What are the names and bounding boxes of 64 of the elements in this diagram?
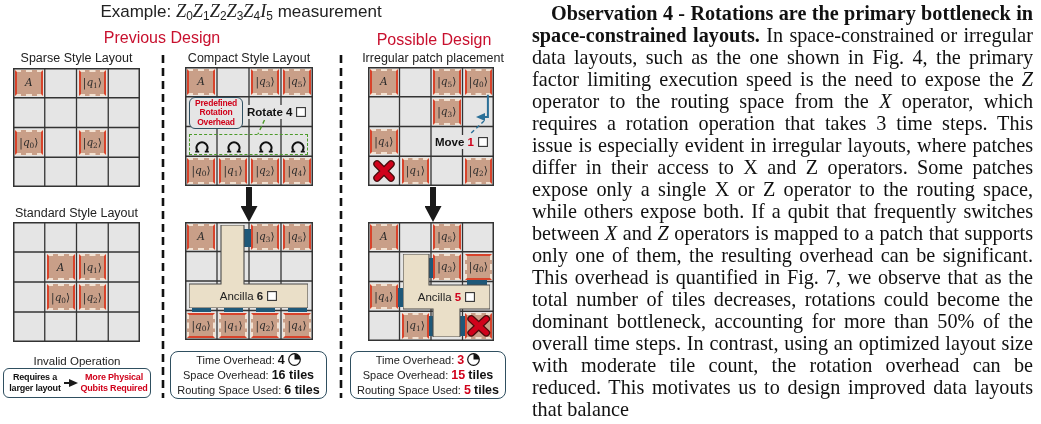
layout-title: Sparse Style Layout (20, 51, 133, 66)
stat-text: Space Overhead: 15 tiles (362, 369, 494, 381)
section-heading: Possible Design (376, 31, 492, 49)
leader-line (257, 119, 266, 135)
qubit-patch: |q$_{4}$⟩ (283, 312, 311, 338)
operation-label: Rotate 4 (246, 105, 294, 119)
qubit-patch: A (46, 254, 75, 280)
qubit-patch: |q$_{2}$⟩ (78, 284, 107, 310)
qubit-patch: |q$_{5}$⟩ (283, 69, 311, 95)
arrow (63, 379, 78, 387)
qubit-patch: A (15, 70, 43, 96)
qubit-patch: |q$_{3}$⟩ (433, 253, 461, 280)
arrow (425, 187, 441, 222)
qubit-patch: |q$_{0}$⟩ (46, 284, 75, 310)
qubit-patch: |q$_{2}$⟩ (251, 312, 279, 338)
qubit-patch: |q$_{0}$⟩ (187, 312, 215, 338)
qubit-patch: |q$_{5}$⟩ (283, 224, 311, 250)
stat-text: Routing Space Used: 5 tiles (356, 384, 499, 396)
qubit-patch: |q$_{2}$⟩ (464, 158, 492, 184)
qubit-patch: |q$_{0}$⟩ (15, 129, 43, 156)
qubit-patch: |q$_{0}$⟩ (187, 158, 215, 184)
panel-title: Invalid Operation (33, 355, 121, 368)
qubit-patch: |q$_{2}$⟩ (251, 158, 279, 184)
qubit-patch: |q$_{3}$⟩ (251, 224, 279, 250)
qubit-patch: |q$_{4}$⟩ (370, 128, 398, 155)
qubit-patch: |q$_{4}$⟩ (283, 158, 311, 184)
qubit-patch: |q$_{1}$⟩ (219, 158, 247, 184)
qubit-patch: |q$_{1}$⟩ (401, 158, 429, 184)
stats-panel (350, 351, 506, 399)
qubit-patch: |q$_{4}$⟩ (370, 283, 398, 310)
rotation-region (189, 134, 308, 155)
stat-text: Time Overhead: 4 (196, 354, 285, 366)
qubit-patch: A (187, 69, 215, 95)
qubit-patch: |q$_{5}$⟩ (433, 224, 461, 250)
section-heading: Previous Design (103, 29, 221, 47)
stat-text: Routing Space Used: 6 tiles (177, 384, 320, 396)
qubit-patch: A (187, 224, 215, 250)
layout-title: Irregular patch placement (362, 51, 504, 66)
layout-title: Compact Style Layout (187, 51, 311, 66)
stats-panel (170, 351, 327, 399)
crossed-out-patch (464, 313, 492, 339)
qubit-patch: A (370, 69, 398, 95)
qubit-patch: |q$_{3}$⟩ (251, 69, 279, 95)
result-text: More Physical Qubits Required (78, 371, 150, 395)
condition-text: Requires a larger layout (6, 371, 64, 395)
qubit-patch: |q$_{3}$⟩ (433, 98, 461, 125)
arrow (476, 93, 489, 121)
qubit-patch: |q$_{5}$⟩ (433, 69, 461, 95)
ancilla-label: Ancilla 6 (219, 290, 264, 302)
qubit-patch: |q$_{0}$⟩ (464, 69, 492, 95)
qubit-patch: |q$_{1}$⟩ (78, 70, 107, 96)
qubit-patch: |q$_{1}$⟩ (78, 254, 107, 280)
arrow (241, 187, 257, 222)
leader-line (470, 120, 485, 134)
ancilla-label: Ancilla 5 (417, 291, 462, 303)
overhead-note: Predefined Rotation Overhead (189, 97, 243, 129)
qubit-patch: |q$_{1}$⟩ (401, 313, 429, 339)
body-paragraph: Observation 4 - Rotations are the primary bottleneck in space-constrained layouts. In space-constrained or irregular data layouts, such as the one shown in Fig. 4, the primary factor limiting execution speed is the need to expose the Z operator to the routing space from the X operator, which requires a rotation operation that takes 3 time steps. This issue is especially evident in irregular layouts, where patches differ in their access to X and Z operators. Some patches expose only a single X or Z operator to the routing space, while others expose both. If a qubit that frequently switches between X and Z operators is mapped to a patch that supports only one of them, the resulting overhead can be significant. This overhead is quantified in Fig. 7, we observe that as the total number of tiles decreases, rotations could become the dominant bottleneck, accounting for more than 50% of the overall time steps. In contrast, using an optimized layout size with moderate tile count, the rotation overhead can be reduced. This motivates us to design improved data layouts that balance (532, 2, 1033, 420)
stat-text: Time Overhead: 3 (375, 354, 465, 366)
layout-title: Standard Style Layout (15, 206, 138, 221)
stat-text: Space Overhead: 16 tiles (182, 369, 315, 381)
figure-title: Example: Z$_{0}$Z$_{1}$Z$_{2}$Z$_{3}$Z$_{4}$I$_{5}$ measurement (100, 1, 382, 22)
qubit-patch: |q$_{1}$⟩ (219, 312, 247, 338)
qubit-patch: A (370, 224, 398, 250)
